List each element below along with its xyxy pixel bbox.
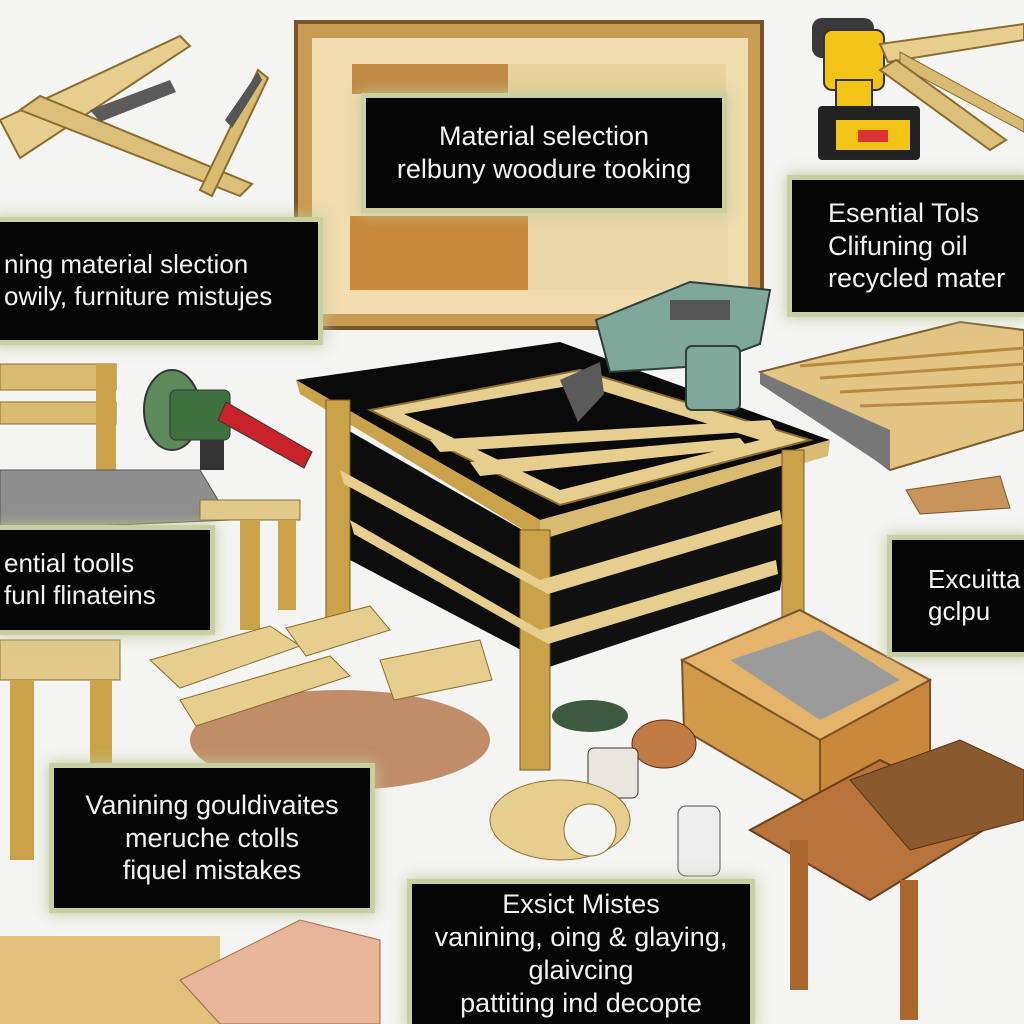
label-line: owily, furniture mistujes xyxy=(4,281,273,311)
label-line: fiquel mistakes xyxy=(122,855,302,886)
label-exsict-mistes: Exsict Mistes vanining, oing & glaying, … xyxy=(412,884,750,1024)
hammer-icon xyxy=(217,401,313,469)
label-line: funl flinateins xyxy=(4,580,156,610)
label-material-selection: Material selection relbuny woodure tooki… xyxy=(366,98,722,208)
label-line: Vanining gouldivaites xyxy=(85,789,339,820)
power-drill-icon xyxy=(812,18,920,160)
label-line: ential toolls xyxy=(4,548,135,579)
label-line: recycled mater xyxy=(828,263,1006,294)
wooden-bench xyxy=(0,363,301,860)
wooden-stool xyxy=(747,739,1024,1020)
label-line: Material selection xyxy=(438,121,650,152)
label-line: Exsict Mistes xyxy=(502,889,660,920)
sawdust-pile xyxy=(190,690,490,790)
hand-sanding xyxy=(0,919,381,1024)
jigsaw-icon xyxy=(560,280,772,422)
glue-bottle-icon xyxy=(677,805,721,877)
label-material-selection-left: ning material slection owily, furniture … xyxy=(0,222,318,340)
label-essential-tools-left: ential toolls funl flinateins xyxy=(0,530,210,630)
label-line: relbuny woodure tooking xyxy=(396,154,692,184)
label-line: glaivcing xyxy=(528,955,634,985)
label-line: Esential Tols xyxy=(828,197,980,228)
wood-scraps xyxy=(149,605,493,727)
label-line: gclpu xyxy=(928,596,991,626)
wooden-frame-corner xyxy=(0,34,270,198)
heat-gun-icon xyxy=(143,369,231,470)
label-excuitta: Excuitta gclpu xyxy=(892,540,1024,652)
wood-planks xyxy=(878,22,1024,152)
label-line: Excuitta xyxy=(928,564,1021,595)
label-line: pattiting ind decopte xyxy=(460,987,702,1018)
label-line: ning material slection xyxy=(4,249,249,280)
label-line: meruche ctolls xyxy=(124,822,300,853)
wooden-deck-panel xyxy=(757,320,1024,515)
label-line: vanining, oing & glaying, xyxy=(434,922,728,953)
label-vanining: Vanining gouldivaites meruche ctolls fiq… xyxy=(54,768,370,908)
label-essential-tools-right: Esential Tols Clifuning oil recycled mat… xyxy=(792,180,1024,312)
label-line: Clifuning oil xyxy=(828,230,968,261)
central-table xyxy=(296,342,830,771)
finishing-supplies xyxy=(489,700,721,877)
